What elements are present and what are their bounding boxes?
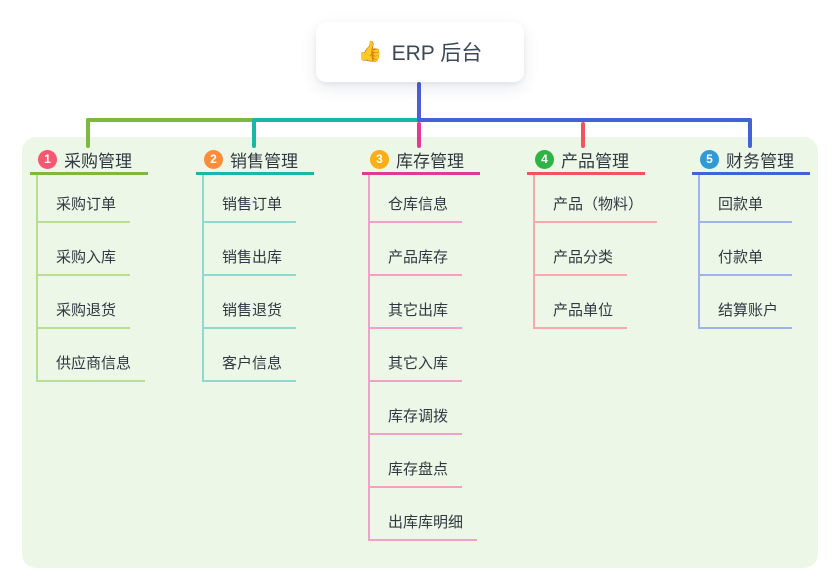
branch-inventory-title: 库存管理	[396, 151, 464, 171]
badge-5: 5	[700, 149, 719, 169]
branch-finance-children: 回款单 付款单 结算账户	[698, 175, 839, 329]
connector-branch3-drop	[417, 122, 421, 148]
badge-2: 2	[204, 149, 223, 169]
branch-sales-header[interactable]: 2 销售管理	[196, 146, 314, 175]
connector-branch1-drop	[86, 118, 90, 148]
connector-branch1-h	[86, 118, 254, 122]
node-purchase-return[interactable]: 采购退货	[38, 276, 131, 329]
node-product-unit[interactable]: 产品单位	[535, 276, 628, 329]
connector-branch5-h	[417, 118, 752, 122]
node-stock-check[interactable]: 库存盘点	[370, 435, 463, 488]
thumbs-up-icon: 👍	[357, 41, 383, 63]
node-payment-order[interactable]: 付款单	[700, 223, 792, 276]
node-stock-transfer[interactable]: 库存调拨	[370, 382, 463, 435]
branches-background-panel	[22, 137, 818, 568]
branch-sales-children: 销售订单 销售出库 销售退货 客户信息	[202, 175, 346, 382]
branch-inventory-header[interactable]: 3 库存管理	[362, 146, 480, 175]
connector-branch2-drop	[252, 118, 256, 148]
badge-4: 4	[535, 149, 554, 169]
node-product-material[interactable]: 产品（物料）	[535, 175, 658, 223]
node-supplier-info[interactable]: 供应商信息	[38, 329, 146, 382]
branch-purchase: 1 采购管理 采购订单 采购入库 采购退货 供应商信息	[30, 146, 180, 382]
branch-product: 4 产品管理 产品（物料） 产品分类 产品单位	[527, 146, 677, 329]
node-sales-return[interactable]: 销售退货	[204, 276, 297, 329]
node-warehouse-info[interactable]: 仓库信息	[370, 175, 463, 223]
branch-finance: 5 财务管理 回款单 付款单 结算账户	[692, 146, 839, 329]
connector-branch2-h	[252, 118, 420, 122]
node-purchase-order[interactable]: 采购订单	[38, 175, 131, 223]
node-other-inbound[interactable]: 其它入库	[370, 329, 463, 382]
connector-root-stem	[417, 82, 421, 120]
badge-3: 3	[370, 149, 389, 169]
branch-purchase-children: 采购订单 采购入库 采购退货 供应商信息	[36, 175, 180, 382]
branch-product-title: 产品管理	[561, 151, 629, 171]
node-outbound-detail[interactable]: 出库库明细	[370, 488, 478, 541]
branch-product-header[interactable]: 4 产品管理	[527, 146, 645, 175]
branch-finance-title: 财务管理	[726, 151, 794, 171]
branch-inventory-children: 仓库信息 产品库存 其它出库 其它入库 库存调拨 库存盘点 出库库明细	[368, 175, 512, 541]
connector-branch4-drop	[581, 122, 585, 148]
node-product-stock[interactable]: 产品库存	[370, 223, 463, 276]
node-sales-order[interactable]: 销售订单	[204, 175, 297, 223]
node-sales-outbound[interactable]: 销售出库	[204, 223, 297, 276]
branch-product-children: 产品（物料） 产品分类 产品单位	[533, 175, 677, 329]
node-settlement-account[interactable]: 结算账户	[700, 276, 793, 329]
branch-purchase-header[interactable]: 1 采购管理	[30, 146, 148, 175]
branch-inventory: 3 库存管理 仓库信息 产品库存 其它出库 其它入库 库存调拨 库存盘点 出库库…	[362, 146, 512, 541]
node-product-category[interactable]: 产品分类	[535, 223, 628, 276]
root-node[interactable]: 👍 ERP 后台	[316, 22, 524, 82]
connector-branch5-drop	[748, 118, 752, 148]
branch-sales-title: 销售管理	[230, 151, 298, 171]
root-label: ERP 后台	[391, 42, 483, 65]
node-other-outbound[interactable]: 其它出库	[370, 276, 463, 329]
node-receipt-order[interactable]: 回款单	[700, 175, 792, 223]
badge-1: 1	[38, 149, 57, 169]
branch-finance-header[interactable]: 5 财务管理	[692, 146, 810, 175]
branch-purchase-title: 采购管理	[64, 151, 132, 171]
node-customer-info[interactable]: 客户信息	[204, 329, 297, 382]
node-purchase-inbound[interactable]: 采购入库	[38, 223, 131, 276]
branch-sales: 2 销售管理 销售订单 销售出库 销售退货 客户信息	[196, 146, 346, 382]
